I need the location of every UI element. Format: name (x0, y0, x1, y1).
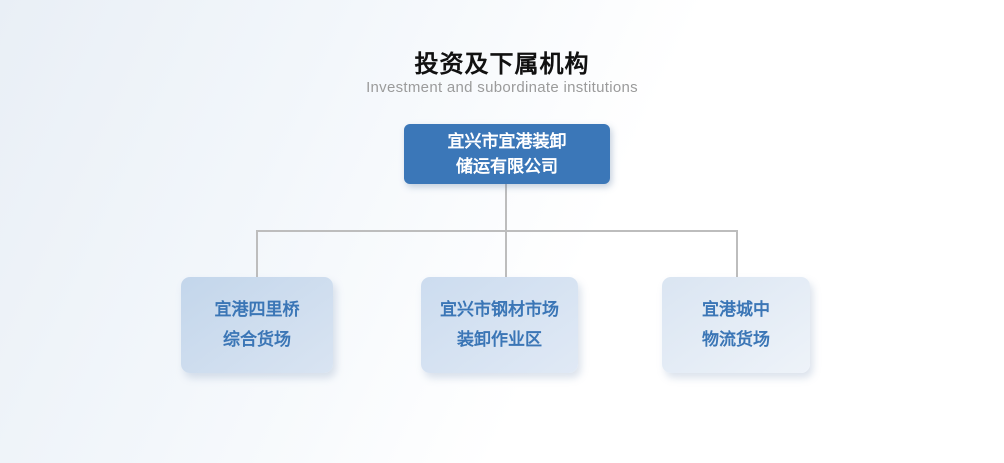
org-root-node-line2: 储运有限公司 (456, 157, 558, 176)
org-child-node-line2: 物流货场 (702, 330, 770, 349)
org-root-node: 宜兴市宜港装卸 储运有限公司 (404, 124, 610, 184)
connector-horizontal-bar (256, 230, 738, 232)
page-subtitle: Investment and subordinate institutions (366, 79, 638, 96)
org-child-node-line1: 宜港四里桥 (214, 300, 300, 319)
connector-drop-left (256, 230, 258, 277)
org-child-node-line1: 宜港城中 (702, 300, 770, 319)
connector-drop-right (736, 230, 738, 277)
org-child-node-line2: 综合货场 (223, 330, 291, 349)
org-child-node-siliqiao: 宜港四里桥 综合货场 (181, 277, 333, 373)
org-root-node-line1: 宜兴市宜港装卸 (447, 132, 567, 151)
page-title: 投资及下属机构 (414, 51, 590, 78)
org-child-node-line2: 装卸作业区 (457, 330, 542, 349)
org-child-node-line1: 宜兴市钢材市场 (440, 300, 559, 319)
org-child-node-chengzhong: 宜港城中 物流货场 (662, 277, 810, 373)
org-child-node-steel-market: 宜兴市钢材市场 装卸作业区 (421, 277, 578, 373)
